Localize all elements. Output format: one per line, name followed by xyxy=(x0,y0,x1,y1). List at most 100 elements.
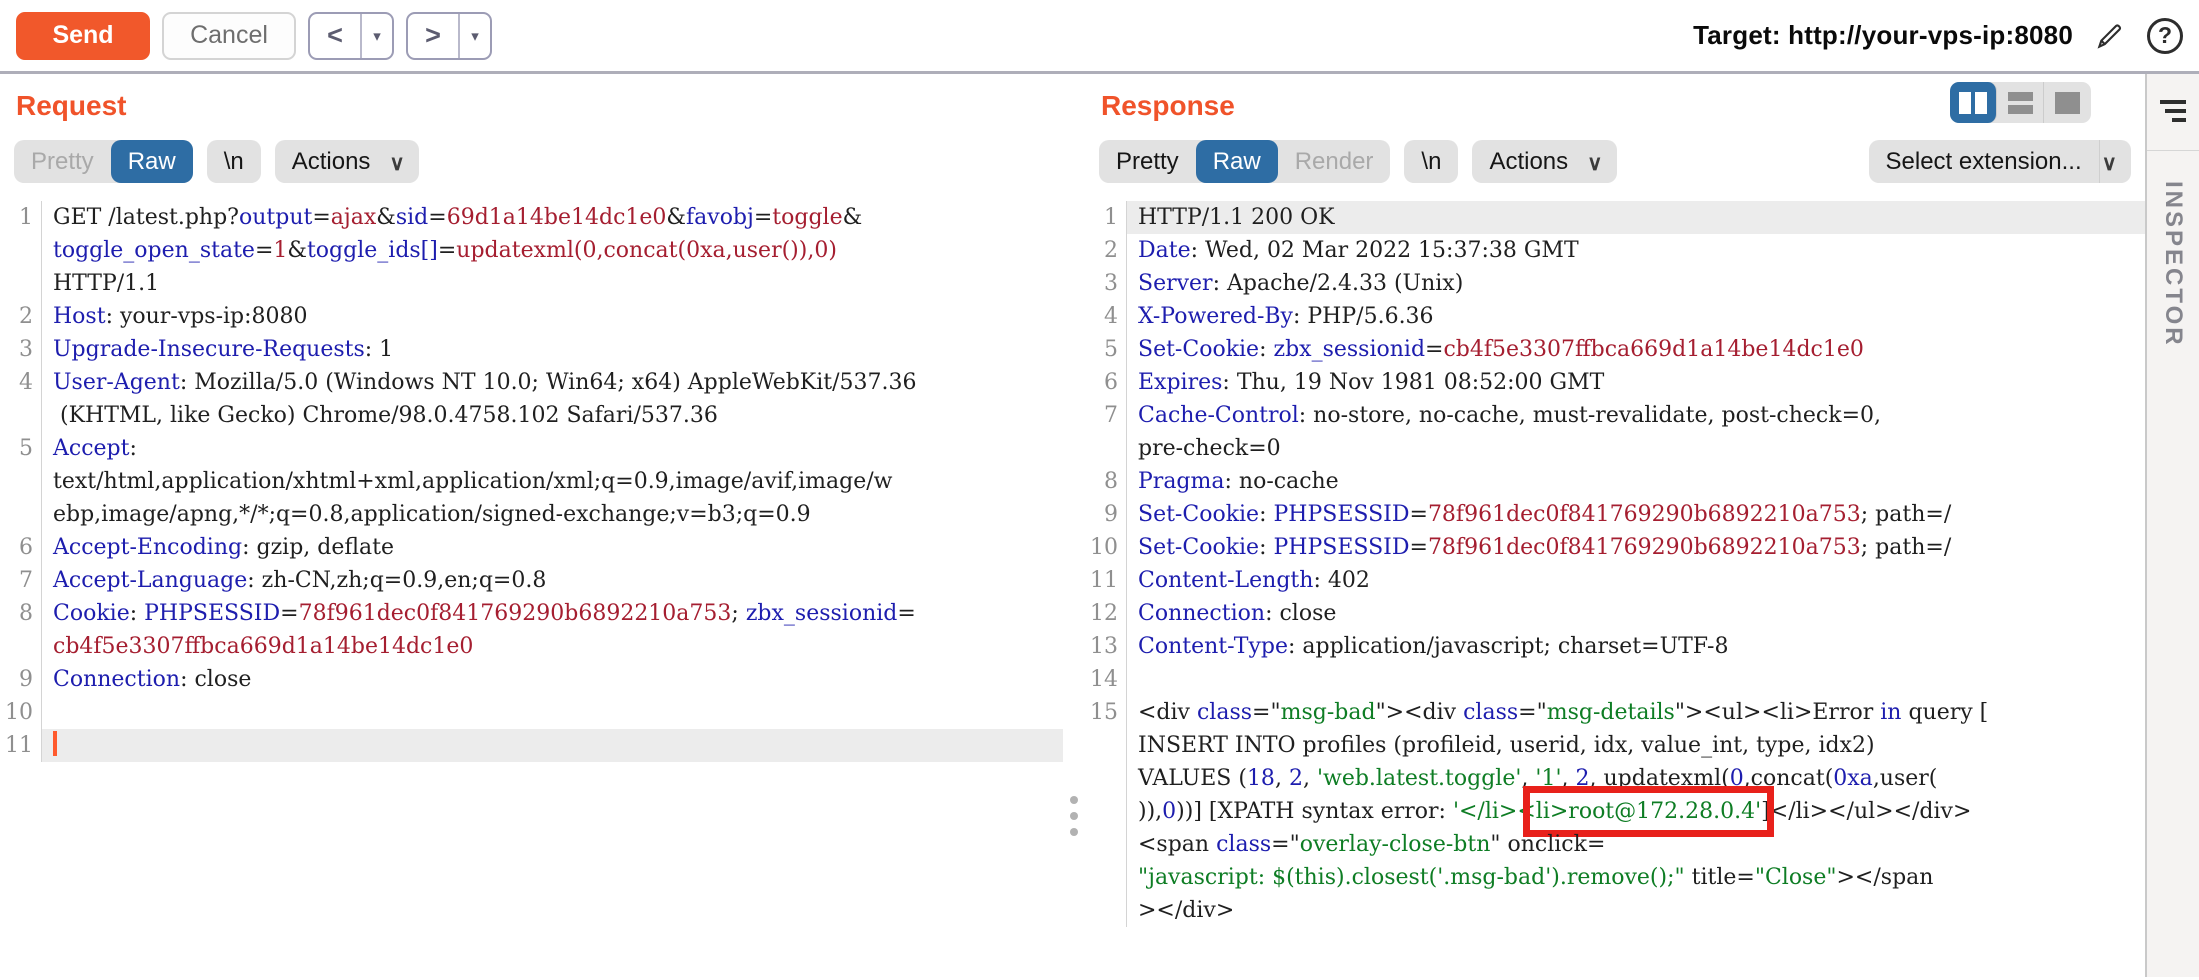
line-number xyxy=(0,234,42,267)
back-dropdown-icon[interactable]: ▾ xyxy=(360,13,392,58)
single-layout-button[interactable] xyxy=(2044,82,2091,123)
editor-line[interactable]: HTTP/1.1 xyxy=(0,267,1063,300)
response-tab-render[interactable]: Render xyxy=(1294,147,1374,175)
line-number xyxy=(0,498,42,531)
edit-target-pencil-icon[interactable] xyxy=(2091,17,2129,55)
editor-line[interactable]: cb4f5e3307ffbca669d1a14be14dc1e0 xyxy=(0,630,1063,663)
history-forward-button[interactable]: > ▾ xyxy=(406,11,492,60)
request-actions-button[interactable]: Actions ∨ xyxy=(274,140,419,183)
history-back-button[interactable]: < ▾ xyxy=(308,11,394,60)
line-number xyxy=(1085,861,1127,894)
inspector-label[interactable]: INSPECTOR xyxy=(2160,181,2187,348)
response-tab-raw[interactable]: Raw xyxy=(1195,140,1278,183)
chevron-down-icon: ∨ xyxy=(389,151,405,175)
editor-line[interactable]: pre-check=0 xyxy=(1085,432,2145,465)
editor-line[interactable]: ></div> xyxy=(1085,894,2145,927)
response-tab-newline[interactable]: \n xyxy=(1421,147,1442,175)
help-icon[interactable]: ? xyxy=(2147,17,2183,54)
editor-line[interactable]: VALUES (18, 2, 'web.latest.toggle', '1',… xyxy=(1085,762,2145,795)
request-panel-title: Request xyxy=(16,90,127,121)
line-number xyxy=(0,630,42,663)
text-cursor xyxy=(53,731,57,756)
editor-line[interactable]: text/html,application/xhtml+xml,applicat… xyxy=(0,465,1063,498)
editor-line[interactable]: 11 xyxy=(0,729,1063,762)
editor-line[interactable]: INSERT INTO profiles (profileid, userid,… xyxy=(1085,729,2145,762)
splitter-handle-icon[interactable] xyxy=(1070,796,1078,836)
request-tab-newline[interactable]: \n xyxy=(223,147,244,175)
line-number xyxy=(0,399,42,432)
response-tab-pretty[interactable]: Pretty xyxy=(1116,147,1179,175)
send-button[interactable]: Send xyxy=(16,11,150,60)
line-number: 9 xyxy=(1085,498,1127,531)
line-number xyxy=(1085,795,1127,828)
line-number: 3 xyxy=(0,333,42,366)
line-number: 2 xyxy=(1085,234,1127,267)
line-number: 5 xyxy=(1085,333,1127,366)
columns-layout-button[interactable] xyxy=(1950,82,1997,123)
line-number: 13 xyxy=(1085,630,1127,663)
editor-line[interactable]: 14 xyxy=(1085,663,2145,696)
response-panel: Response Pretty Raw Render \n xyxy=(1085,74,2145,977)
rows-layout-button[interactable] xyxy=(1997,82,2044,123)
inspector-collapse-icon[interactable] xyxy=(2160,100,2186,122)
line-number: 10 xyxy=(1085,531,1127,564)
cancel-button[interactable]: Cancel xyxy=(162,11,296,60)
line-number xyxy=(0,465,42,498)
editor-line[interactable]: )),0))] [XPATH syntax error: '</li><li>r… xyxy=(1085,786,2145,837)
editor-line[interactable]: toggle_open_state=1&toggle_ids[]=updatex… xyxy=(0,234,1063,267)
forward-dropdown-icon[interactable]: ▾ xyxy=(458,13,490,58)
line-number: 9 xyxy=(0,663,42,696)
line-number: 8 xyxy=(0,597,42,630)
editor-line[interactable]: (KHTML, like Gecko) Chrome/98.0.4758.102… xyxy=(0,399,1063,432)
line-number: 4 xyxy=(0,366,42,399)
editor-line[interactable]: ebp,image/apng,*/*;q=0.8,application/sig… xyxy=(0,498,1063,531)
editor-line[interactable]: "javascript: $(this).closest('.msg-bad')… xyxy=(1085,861,2145,894)
request-tab-pretty[interactable]: Pretty xyxy=(31,147,94,175)
request-tab-raw[interactable]: Raw xyxy=(110,140,193,183)
request-tabstrip: Pretty Raw \n Actions ∨ xyxy=(0,134,1063,195)
response-actions-button[interactable]: Actions ∨ xyxy=(1472,140,1617,183)
line-number: 6 xyxy=(0,531,42,564)
line-number: 7 xyxy=(0,564,42,597)
layout-toggle-group xyxy=(1950,82,2091,123)
panel-splitter[interactable] xyxy=(1063,74,1085,977)
back-icon[interactable]: < xyxy=(327,20,343,50)
chevron-down-icon: ∨ xyxy=(1587,151,1603,175)
target-label: Target: http://your-vps-ip:8080 xyxy=(1693,20,2073,50)
repeater-toolbar: Send Cancel < ▾ > ▾ Target: http://your-… xyxy=(0,0,2199,74)
line-number: 2 xyxy=(0,300,42,333)
editor-line[interactable]: 15<div class="msg-bad"><div class="msg-d… xyxy=(1085,696,2145,729)
editor-line[interactable]: <span class="overlay-close-btn" onclick= xyxy=(1085,828,2145,861)
line-number xyxy=(0,267,42,300)
select-extension-dropdown[interactable]: Select extension... ∨ xyxy=(1868,140,2131,183)
editor-line[interactable]: 10 xyxy=(0,696,1063,729)
inspector-rail: INSPECTOR xyxy=(2145,74,2199,977)
line-number: 1 xyxy=(0,201,42,234)
forward-icon[interactable]: > xyxy=(425,20,441,50)
